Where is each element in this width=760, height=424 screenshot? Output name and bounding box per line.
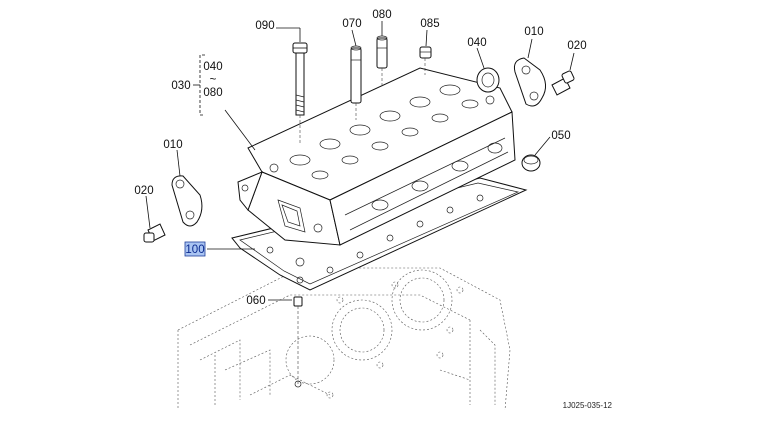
bolt-020-right xyxy=(551,70,575,96)
callout-020-right: 020 xyxy=(567,40,586,52)
callout-010-left: 010 xyxy=(163,139,182,151)
hanger-plate-010-right xyxy=(513,57,546,107)
callout-range-tilde: ~ xyxy=(210,74,217,86)
callout-040-top: 040 xyxy=(467,37,486,49)
callout-040-range-start: 040 xyxy=(203,61,222,73)
bolt-020-left xyxy=(143,223,166,243)
head-bolt-090 xyxy=(292,42,308,145)
dowel-060 xyxy=(293,296,303,388)
stud-070 xyxy=(350,45,362,120)
callout-100-highlighted[interactable]: 100 xyxy=(184,241,206,257)
callout-020-left: 020 xyxy=(134,185,153,197)
callout-070: 070 xyxy=(342,18,361,30)
cylinder-head xyxy=(237,67,516,246)
engine-block xyxy=(177,267,511,411)
callout-090: 090 xyxy=(255,20,274,32)
callout-050: 050 xyxy=(551,130,570,142)
hanger-plate-010-left xyxy=(171,175,203,227)
callout-030: 030 xyxy=(171,80,190,92)
stud-080 xyxy=(376,35,388,88)
expansion-plug-040 xyxy=(476,67,500,93)
callout-010-right: 010 xyxy=(524,26,543,38)
callout-080-range-end: 080 xyxy=(203,87,222,99)
plug-085 xyxy=(419,46,432,75)
leader-lines xyxy=(145,21,575,301)
cylinder-head-gasket xyxy=(231,177,528,291)
callout-085: 085 xyxy=(420,18,439,30)
expansion-plug-050 xyxy=(521,154,541,172)
callout-080: 080 xyxy=(372,9,391,21)
figure-code: 1J025-035-12 xyxy=(563,401,613,410)
callout-100[interactable]: 100 xyxy=(185,244,204,256)
callout-060: 060 xyxy=(246,295,265,307)
